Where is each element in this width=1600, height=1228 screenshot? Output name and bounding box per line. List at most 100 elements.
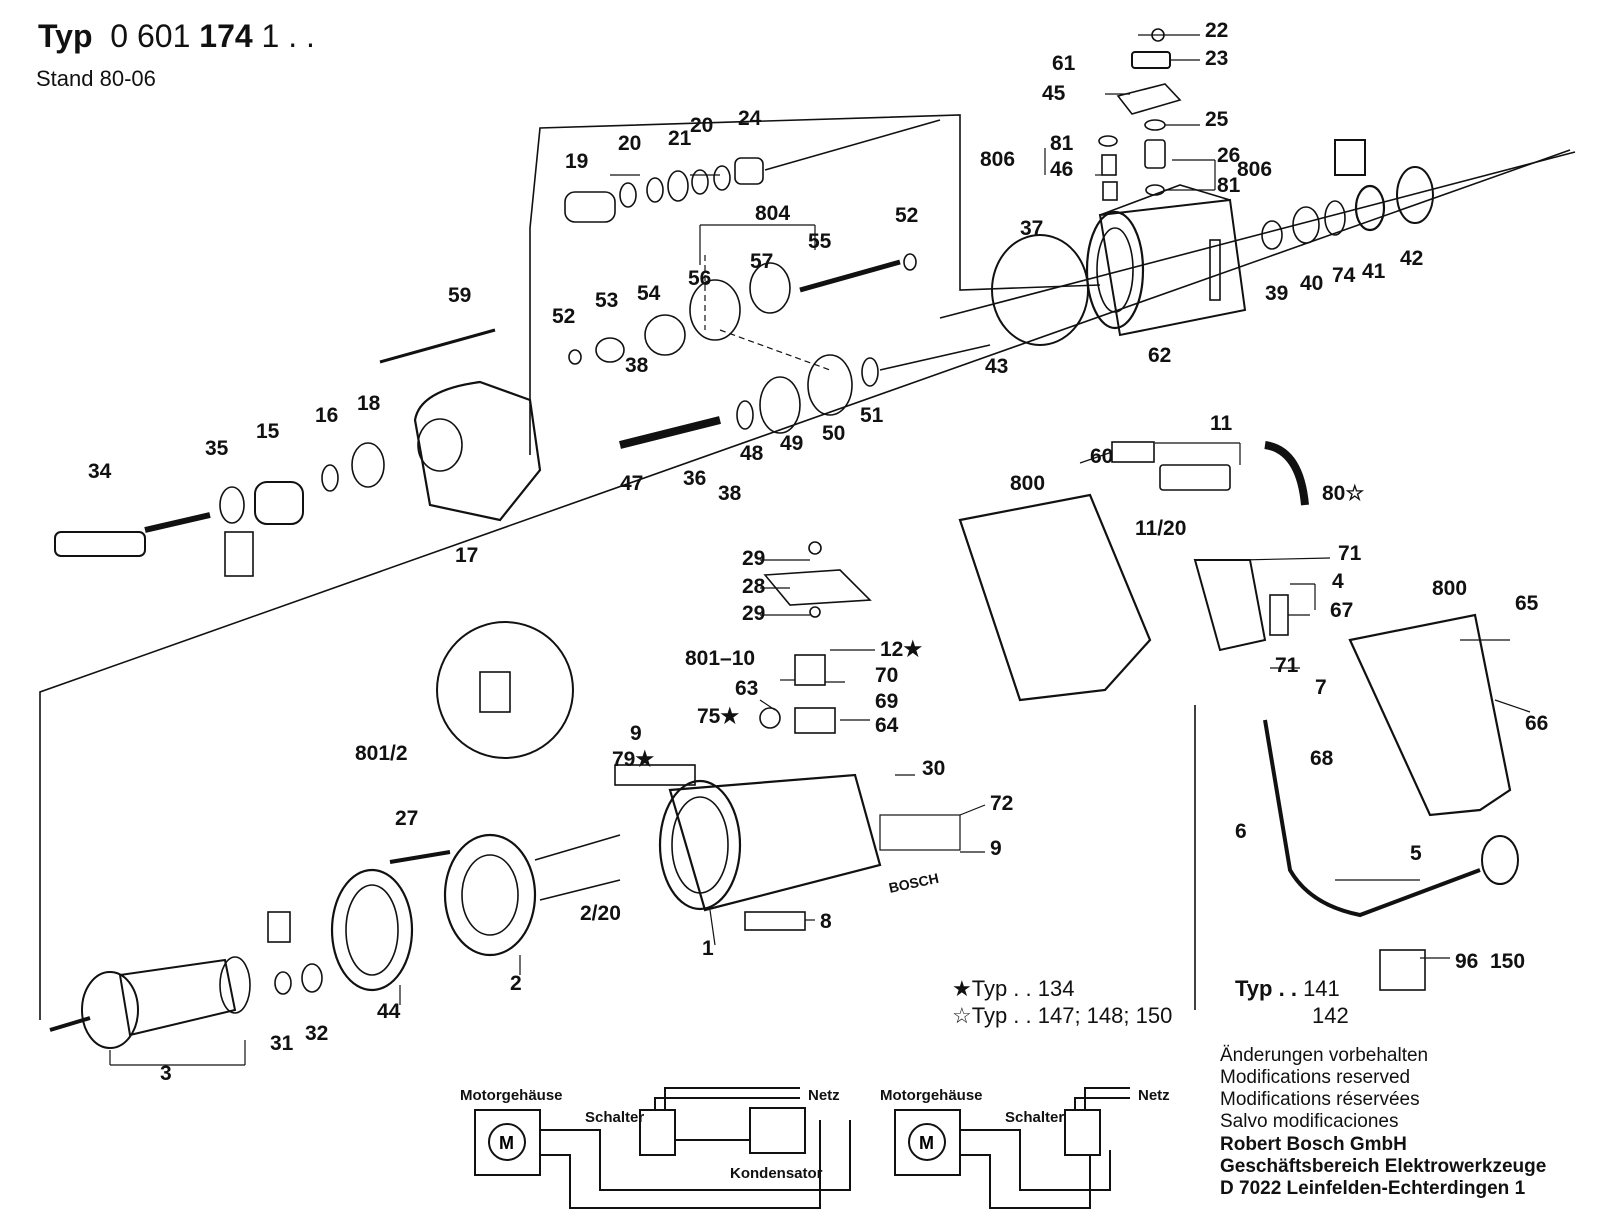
part-label-67: 67 [1330,599,1353,622]
schematic-right-motor-label: Motorgehäuse [880,1087,983,1104]
legend-typ-141-value: 141 [1303,976,1340,1001]
guide-line-upper [939,151,1576,319]
part-label-66: 66 [1525,712,1548,735]
note-fr: Modifications réservées [1220,1089,1420,1110]
spindle-spring-row [564,119,941,223]
part-label-43: 43 [985,355,1008,378]
part-label-801-10: 801–10 [685,647,755,670]
part-label-17: 17 [455,544,478,567]
part-label-36: 36 [683,467,706,490]
fan-guide-44 [330,868,414,992]
part-label-49: 49 [780,432,803,455]
part-label-57: 57 [750,250,773,273]
legend-star-typ: ★Typ . . 134 [952,976,1075,1001]
part-label-74: 74 [1332,264,1356,287]
detail-inset [436,621,574,759]
note-es: Salvo modificaciones [1220,1111,1399,1132]
part-label-800a: 800 [1010,472,1045,495]
typ-label: Typ [38,18,93,54]
part-label-71b: 71 [1275,654,1299,677]
part-label-42: 42 [1400,247,1423,270]
bearing-31 [274,971,292,995]
part-label-28: 28 [742,575,766,598]
part-label-20b: 20 [690,114,713,137]
part-label-11: 11 [1210,412,1233,435]
part-label-30: 30 [922,757,945,780]
company-name: Robert Bosch GmbH [1220,1134,1407,1155]
part-label-23: 23 [1205,47,1228,70]
bearing-chain-39-42 [1261,139,1434,250]
motor-symbol-right: M [919,1133,934,1153]
part-label-3: 3 [160,1062,172,1085]
gear-shaft-assembly [379,253,991,449]
part-label-18: 18 [357,392,381,415]
part-label-800b: 800 [1432,577,1467,600]
part-label-51: 51 [860,404,884,427]
company-division: Geschäftsbereich Elektrowerkzeuge [1220,1156,1547,1177]
part-label-9a: 9 [630,722,642,745]
cover-parts [1098,28,1182,201]
handle-800-right [1348,613,1512,817]
part-label-72: 72 [990,792,1013,815]
schematic-left-netz-label: Netz [808,1087,840,1104]
schematic-right-switch-label: Schalter [1005,1109,1064,1126]
front-housing-17 [413,380,542,522]
wiring-schematic-left [474,1087,851,1209]
part-label-27: 27 [395,807,418,830]
part-label-45: 45 [1042,82,1066,105]
schematic-left-motor-label: Motorgehäuse [460,1087,563,1104]
guide-line-top [39,149,1571,1020]
part-label-59: 59 [448,284,471,307]
screw-27 [389,850,451,864]
part-label-35: 35 [205,437,229,460]
spindle-34-chain [54,442,385,577]
part-label-38a: 38 [625,354,649,377]
part-label-37: 37 [1020,217,1043,240]
part-label-38b: 38 [718,482,742,505]
part-label-9b: 9 [990,837,1002,860]
part-label-71a: 71 [1338,542,1362,565]
type-title: Typ 0 601 174 1 . . [38,18,315,55]
switch-and-cable [1111,441,1519,991]
part-label-69: 69 [875,690,898,713]
part-label-46: 46 [1050,158,1073,181]
stator-2 [443,833,621,957]
part-label-806b: 806 [1237,158,1272,181]
part-label-29b: 29 [742,602,765,625]
part-label-48: 48 [740,442,764,465]
legend-typ-141-label: Typ . . [1235,976,1297,1001]
schematic-left-switch-label: Schalter [585,1109,644,1126]
schematic-right-netz-label: Netz [1138,1087,1170,1104]
bearing-32 [301,963,323,993]
gear-housing-62 [1085,184,1247,337]
part-label-2-20: 2/20 [580,902,621,925]
stand-date: Stand 80-06 [36,66,156,91]
part-label-80: 80☆ [1322,482,1364,505]
part-label-804: 804 [755,202,790,225]
part-label-20a: 20 [618,132,641,155]
brush-clip [267,911,291,943]
part-label-32: 32 [305,1022,328,1045]
part-label-65: 65 [1515,592,1539,615]
part-label-63: 63 [735,677,758,700]
part-label-52a: 52 [895,204,918,227]
handle-800-left [958,493,1152,702]
part-label-29a: 29 [742,547,765,570]
o-ring-37 [991,234,1089,346]
part-label-44: 44 [377,1000,401,1023]
part-label-26: 26 [1217,144,1240,167]
legend-open-star-typ: ☆Typ . . 147; 148; 150 [952,1003,1173,1028]
wiring-schematic-right [894,1087,1130,1209]
part-label-81b: 81 [1217,174,1241,197]
part-label-15: 15 [256,420,280,443]
part-label-2: 2 [510,972,522,995]
part-label-41: 41 [1362,260,1386,283]
part-label-68: 68 [1310,747,1334,770]
part-label-53: 53 [595,289,618,312]
part-label-47: 47 [620,472,643,495]
part-label-19: 19 [565,150,588,173]
part-label-806a: 806 [980,148,1015,171]
part-label-56: 56 [688,267,711,290]
